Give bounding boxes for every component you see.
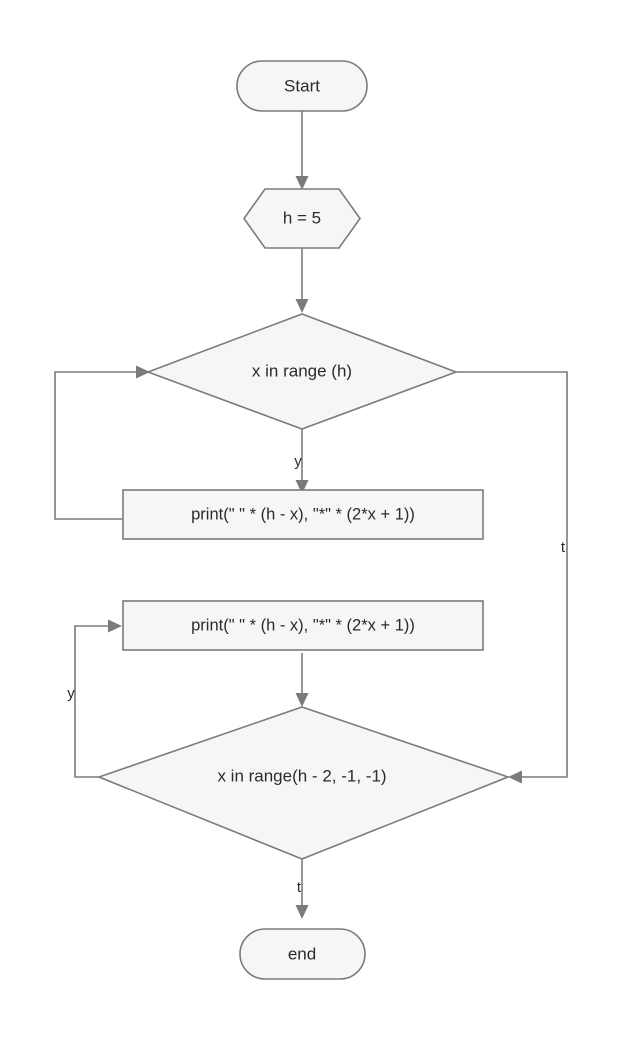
edge-start-to-init [295,111,309,190]
edge-label-loop1-yes: y [294,453,302,470]
node-start[interactable]: Start [236,60,368,112]
node-print1[interactable]: print(" " * (h - x), "*" * (2*x + 1)) [122,489,484,540]
node-loop1-label: x in range (h) [252,361,352,380]
node-print1-label: print(" " * (h - x), "*" * (2*x + 1)) [191,505,415,523]
node-start-label: Start [284,76,320,95]
node-loop2-label: x in range(h - 2, -1, -1) [217,766,386,785]
edge-print2-to-loop2 [295,653,309,707]
edge-label-loop2-yes: y [67,685,75,702]
node-init-label: h = 5 [283,208,321,227]
node-print2[interactable]: print(" " * (h - x), "*" * (2*x + 1)) [122,600,484,651]
edge-label-loop2-true: t [297,879,302,896]
node-loop2-decision[interactable]: x in range(h - 2, -1, -1) [96,706,511,860]
node-print2-label: print(" " * (h - x), "*" * (2*x + 1)) [191,616,415,634]
edge-label-loop1-true: t [561,539,566,556]
node-end-label: end [288,944,316,963]
edge-loop1-true-to-loop2 [456,371,568,784]
node-end[interactable]: end [239,928,366,980]
edge-print1-back-to-loop1 [54,365,150,520]
edge-loop2-yes-to-print2 [74,619,122,778]
edge-loop2-true-to-end [295,859,309,919]
node-loop1-decision[interactable]: x in range (h) [145,313,459,430]
edge-init-to-loop1 [295,248,309,313]
edge-loop1-yes-to-print1 [295,429,309,494]
node-init[interactable]: h = 5 [243,188,361,249]
